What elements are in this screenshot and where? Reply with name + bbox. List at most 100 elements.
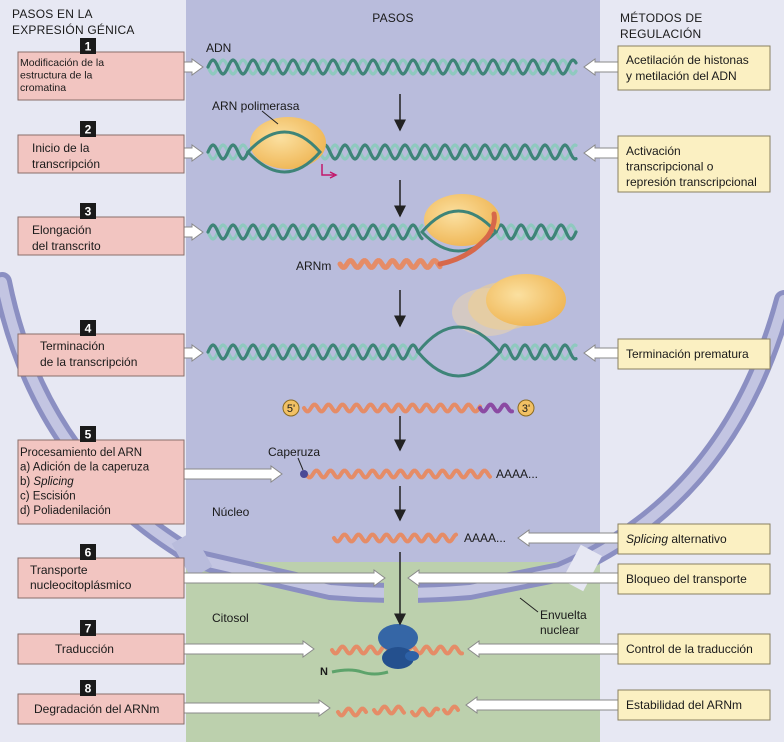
header-right-1: MÉTODOS DE xyxy=(620,10,702,25)
step-number: 6 xyxy=(85,546,92,560)
header-left-2: EXPRESIÓN GÉNICA xyxy=(12,22,135,37)
step-text-line: Terminación xyxy=(40,339,105,353)
step-text-line: Traducción xyxy=(55,642,114,656)
termination-bubble xyxy=(416,325,502,378)
step-arrow-4 xyxy=(183,344,204,362)
step-text-line: Elongación xyxy=(32,223,91,237)
method-arrow-3 xyxy=(583,344,619,362)
step-text-line: Transporte xyxy=(30,563,88,577)
dna-step2-left xyxy=(206,143,250,161)
step-text-line: Degradación del ARNm xyxy=(34,702,159,716)
step-text-line: cromatina xyxy=(20,82,66,94)
step-number-badge xyxy=(80,38,96,54)
header-right-2: REGULACIÓN xyxy=(620,26,701,41)
step-number: 7 xyxy=(85,622,92,636)
envuelta-label-1: Envuelta xyxy=(540,608,587,622)
dna-step2-right xyxy=(318,143,578,161)
nascent-mrna xyxy=(337,258,443,270)
step-number: 2 xyxy=(85,123,92,137)
step-arrow-3 xyxy=(183,223,204,241)
step-number-badge xyxy=(80,121,96,137)
nuclear-pore xyxy=(171,531,213,579)
processed-mrna xyxy=(304,468,492,480)
mrna-fragment xyxy=(442,704,460,716)
dna-step4-left xyxy=(206,343,420,361)
nascent-mrna-tail xyxy=(437,211,497,267)
step-number-badge xyxy=(80,320,96,336)
step-number: 1 xyxy=(85,40,92,54)
method-text-line: represión transcripcional xyxy=(626,175,757,189)
method-box-4: Splicing alternativo xyxy=(617,523,771,555)
dna-step3-right xyxy=(494,223,578,241)
step-text-line: Modificación de la xyxy=(20,57,104,69)
mrna-fragment xyxy=(336,706,368,718)
method-box-3: Terminación prematura xyxy=(617,338,771,370)
method-text-line: y metilación del ADN xyxy=(626,69,737,83)
polypeptide-chain xyxy=(331,668,389,676)
method-arrow-4 xyxy=(517,529,619,547)
five-prime-marker xyxy=(282,399,300,417)
method-text-line: Terminación prematura xyxy=(626,347,749,361)
method-arrow-6 xyxy=(467,640,619,658)
step-number-badge xyxy=(80,203,96,219)
step-arrow-2 xyxy=(183,144,204,162)
nuclear-pore-center xyxy=(384,582,418,606)
step-text-line: transcripción xyxy=(32,157,100,171)
dna-layer xyxy=(206,58,578,361)
method-text-line: Bloqueo del transporte xyxy=(626,572,747,586)
step-text-line: nucleocitoplásmico xyxy=(30,578,132,592)
step-number-badge xyxy=(80,544,96,560)
ribosome-large-subunit xyxy=(382,647,414,669)
primary-transcript xyxy=(302,402,482,414)
step-number: 3 xyxy=(85,205,92,219)
rna-polymerase-step4 xyxy=(486,274,566,326)
caperuza-label: Caperuza xyxy=(268,445,320,459)
step-text-line: Procesamiento del ARN xyxy=(20,447,142,459)
method-text-line: transcripcional o xyxy=(626,160,714,174)
rna-polymerase-step3 xyxy=(424,194,500,246)
step-text-line: a) Adición de la caperuza xyxy=(20,462,150,474)
adn-label: ADN xyxy=(206,41,231,55)
step-arrow-6 xyxy=(183,569,386,587)
rna-polymerase-label: ARN polimerasa xyxy=(212,99,300,113)
method-box-5: Bloqueo del transporte xyxy=(617,563,771,595)
transcription-bubble-step3 xyxy=(419,209,499,253)
method-text-line: Activación xyxy=(626,144,681,158)
mrna-fragment xyxy=(372,704,406,716)
step-text-line: estructura de la xyxy=(20,70,93,82)
primary-transcript-3prime xyxy=(478,402,514,414)
method-arrow-5 xyxy=(407,569,619,587)
poly-a-label-1: AAAA... xyxy=(496,467,538,481)
citosol-label: Citosol xyxy=(212,611,249,625)
dna-step4-right xyxy=(498,343,578,361)
method-text-line: Control de la traducción xyxy=(626,642,753,656)
step-text-line: Inicio de la xyxy=(32,141,90,155)
rna-layer xyxy=(302,211,514,718)
method-arrow-7 xyxy=(465,696,619,714)
step-text-line: d) Poliadenilación xyxy=(20,505,111,517)
method-text-line: Splicing alternativo xyxy=(626,532,727,546)
step-text-line: c) Escisión xyxy=(20,491,76,503)
spliced-mrna xyxy=(332,532,458,544)
start-arrow xyxy=(321,164,334,176)
step-number: 5 xyxy=(85,428,92,442)
three-prime-marker xyxy=(517,399,535,417)
step-number: 8 xyxy=(85,682,92,696)
ribosome-small-subunit xyxy=(378,624,418,652)
step-number-badge xyxy=(80,426,96,442)
header-center: PASOS xyxy=(372,11,413,25)
step-text-line: del transcrito xyxy=(32,239,101,253)
method-arrow-1 xyxy=(583,58,619,76)
five-prime-label: 5' xyxy=(287,403,295,415)
n-terminal-label: N xyxy=(320,666,328,678)
